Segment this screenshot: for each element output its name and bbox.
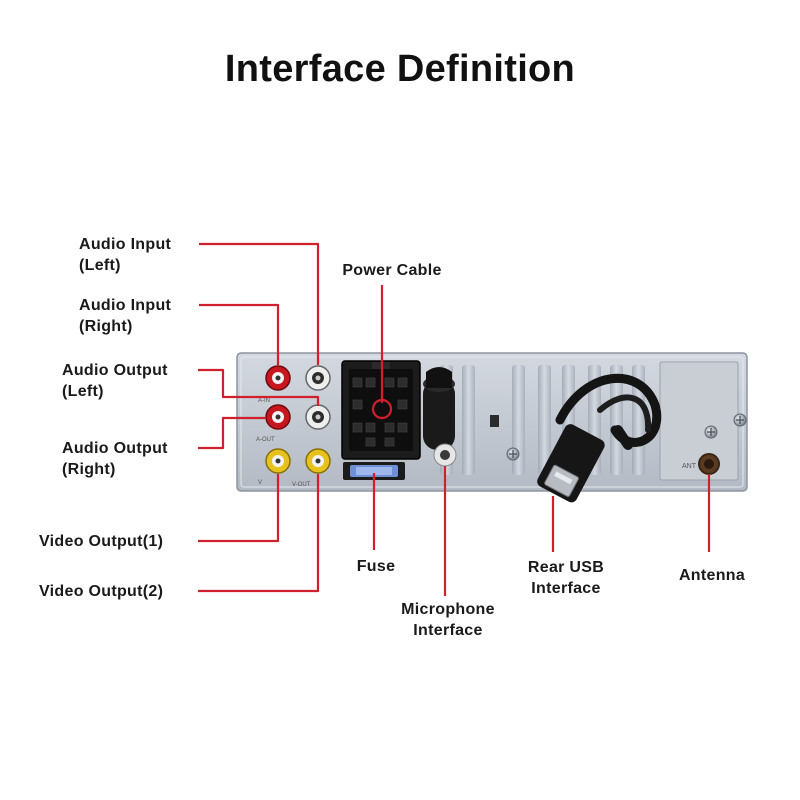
a-in-print: A-IN [258, 398, 270, 404]
label-video-output-2: Video Output(2) [39, 583, 164, 600]
antenna-socket [698, 453, 720, 475]
callout-audio-input-left [199, 242, 320, 365]
page-title: Interface Definition [224, 48, 576, 90]
label-line: Rear USB [527, 559, 605, 576]
label-video-output-1: Video Output(1) [39, 533, 164, 550]
screw-icon [506, 447, 520, 461]
label-audio-output-right: Audio Output (Right) [62, 438, 168, 480]
label-fuse: Fuse [356, 558, 396, 575]
label-antenna: Antenna [678, 567, 746, 584]
label-rear-usb-interface: Rear USB Interface [500, 557, 632, 599]
a-out-print: A-OUT [256, 437, 275, 443]
label-audio-output-left: Audio Output (Left) [62, 360, 168, 402]
screw-icon [733, 413, 747, 427]
rca-jack-audio-output-right [305, 404, 331, 430]
label-line: Interface [531, 580, 601, 597]
label-line: Audio Output [62, 440, 168, 457]
power-connector [341, 360, 421, 460]
callout-lines [198, 242, 711, 596]
label-audio-input-right: Audio Input (Right) [79, 295, 171, 337]
usb-cable [537, 373, 662, 503]
label-line: Microphone [401, 601, 495, 618]
label-power-cable: Power Cable [342, 262, 442, 279]
label-line: Audio Input [79, 297, 172, 314]
rca-jack-audio-input-left [265, 365, 291, 391]
rca-jack-video-output-1 [265, 448, 291, 474]
label-line: (Right) [79, 318, 133, 335]
mount-hole [490, 415, 499, 427]
label-audio-input-left: Audio Input (Left) [79, 234, 171, 276]
label-line: Audio Output [62, 362, 168, 379]
label-line: Interface [413, 622, 483, 639]
v-print: V [258, 480, 262, 486]
label-line: (Right) [62, 461, 116, 478]
label-line: (Left) [62, 383, 104, 400]
rca-jack-audio-input-right [305, 365, 331, 391]
rca-jack-video-output-2 [305, 448, 331, 474]
label-microphone-interface: Microphone Interface [378, 599, 518, 641]
label-line: (Left) [79, 257, 121, 274]
callout-audio-input-right [199, 303, 280, 365]
screw-icon [704, 425, 718, 439]
ant-print: ANT [682, 463, 697, 470]
label-line: Audio Input [79, 236, 172, 253]
microphone-jack [423, 367, 457, 467]
rca-jack-audio-output-left [265, 404, 291, 430]
vent-ribs [440, 365, 645, 475]
v-out-print: V-OUT [292, 482, 311, 488]
fuse [343, 462, 405, 480]
